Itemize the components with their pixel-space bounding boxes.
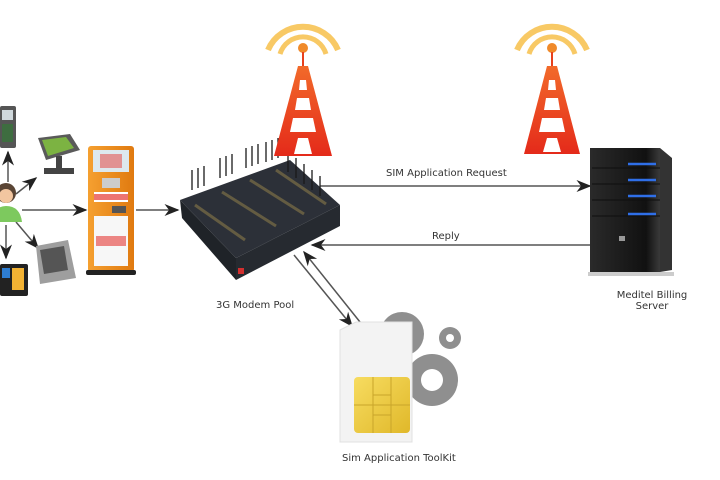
printer-kiosk-icon <box>36 240 76 284</box>
arrow-modem-to-sim <box>293 254 353 328</box>
sim-toolkit-label: Sim Application ToolKit <box>342 453 456 464</box>
cell-tower-icon <box>265 23 341 156</box>
modem-pool-label: 3G Modem Pool <box>216 300 295 311</box>
arrow-to-printer <box>15 221 39 250</box>
request-label: SIM Application Request <box>386 168 507 179</box>
mobile-wallet-icon <box>0 264 28 296</box>
modem-pool-icon <box>180 138 340 280</box>
pos-terminal-icon <box>0 106 16 148</box>
server-label-line1: Meditel Billing <box>616 290 688 301</box>
touchscreen-pos-icon <box>38 134 80 174</box>
arrow-to-touchscreen <box>15 177 38 195</box>
user-arrows <box>0 150 592 328</box>
arrow-sim-to-modem <box>303 250 361 323</box>
person-icon <box>0 183 22 222</box>
payment-kiosk-icon <box>86 146 136 275</box>
server-icon <box>588 148 674 276</box>
cell-tower-icon <box>514 23 590 154</box>
server-label: Meditel Billing Server <box>612 290 692 312</box>
reply-label: Reply <box>432 231 460 242</box>
server-label-line2: Server <box>635 301 669 312</box>
sim-card-gears-icon <box>339 312 461 443</box>
